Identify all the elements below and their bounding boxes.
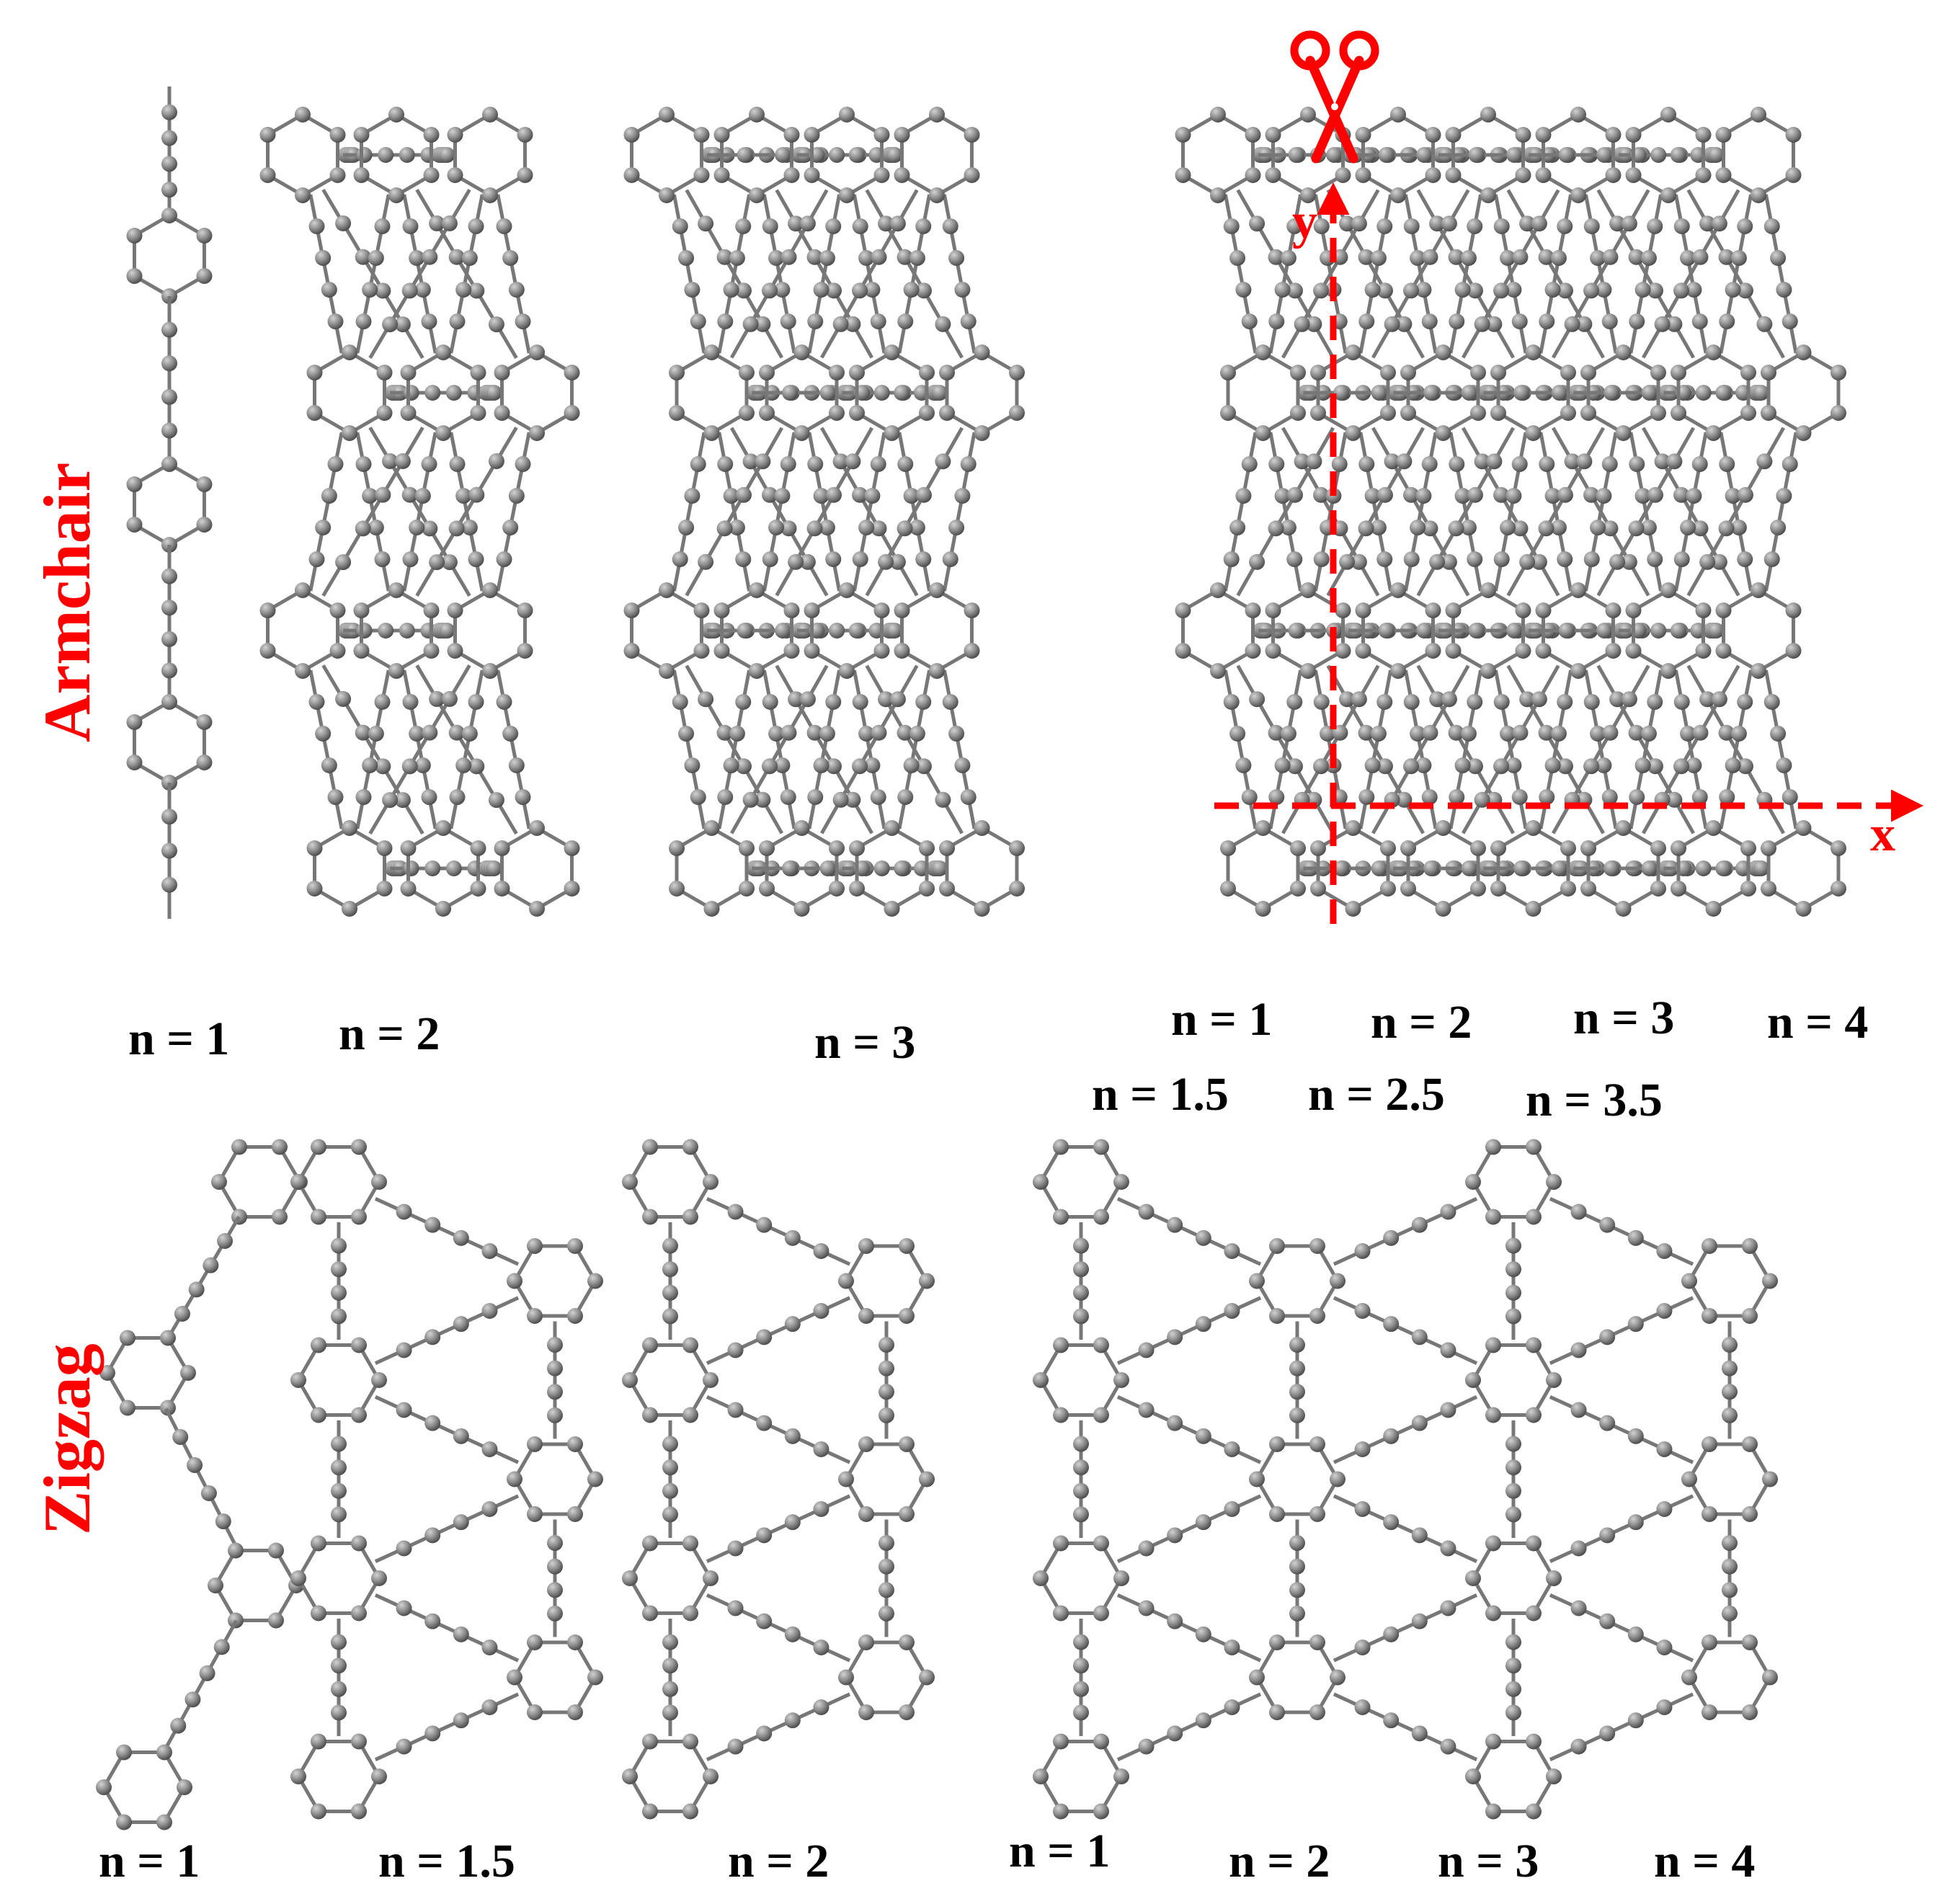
zigzag-sheet-n2-label: n = 2 — [1229, 1835, 1330, 1887]
armchair-n2-label: n = 2 — [339, 1007, 440, 1060]
molecular-structures — [96, 86, 1846, 1830]
x-axis-label: x — [1870, 806, 1895, 862]
armchair-row-label: Armchair — [30, 463, 104, 742]
zigzag-n1-label: n = 1 — [99, 1835, 200, 1887]
armchair-sheet-n1-label: n = 1 — [1171, 993, 1272, 1046]
sheet-n1.5-label: n = 1.5 — [1092, 1068, 1229, 1121]
scissors-icon — [1290, 30, 1379, 164]
armchair-n1-structure — [126, 86, 213, 919]
armchair-sheet-n2-label: n = 2 — [1371, 996, 1472, 1049]
armchair-n3-structure — [623, 107, 1025, 917]
zigzag-sheet-structure — [1033, 1139, 1778, 1820]
armchair-n2-structure — [259, 107, 580, 917]
armchair-n3-label: n = 3 — [814, 1016, 915, 1069]
armchair-sheet-n4-label: n = 4 — [1767, 996, 1868, 1049]
armchair-n1-label: n = 1 — [128, 1013, 229, 1065]
zigzag-n2-label: n = 2 — [728, 1835, 829, 1887]
armchair-sheet-n3-label: n = 3 — [1573, 992, 1674, 1044]
zigzag-n2-structure — [622, 1139, 935, 1820]
zigzag-sheet-n4-label: n = 4 — [1654, 1835, 1755, 1887]
y-axis-label: y — [1292, 194, 1317, 249]
zigzag-n1-structure — [96, 1139, 308, 1830]
armchair-sheet-structure — [1175, 107, 1846, 917]
sheet-n2.5-label: n = 2.5 — [1308, 1068, 1445, 1121]
coordinate-axes: y x — [1214, 182, 1923, 924]
sheet-n3.5-label: n = 3.5 — [1526, 1074, 1663, 1126]
zigzag-row-label: Zigzag — [30, 1343, 104, 1535]
zigzag-n1.5-structure — [290, 1139, 603, 1820]
zigzag-n1.5-label: n = 1.5 — [378, 1835, 515, 1887]
zigzag-sheet-n1-label: n = 1 — [1009, 1825, 1110, 1877]
zigzag-sheet-n3-label: n = 3 — [1438, 1835, 1539, 1887]
